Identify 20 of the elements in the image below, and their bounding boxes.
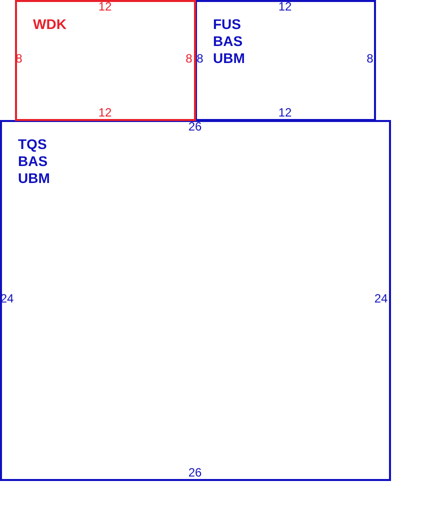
- dimension-label: 26: [188, 120, 202, 134]
- room-outline: [0, 120, 391, 481]
- room-outline: [195, 0, 376, 121]
- room-label: WDK: [33, 16, 66, 33]
- dimension-label: 12: [98, 106, 112, 120]
- room-label: UBM: [18, 170, 50, 187]
- dimension-label: 8: [186, 52, 192, 66]
- dimension-label: 12: [278, 0, 292, 14]
- dimension-label: 8: [196, 52, 204, 66]
- dimension-label: 26: [188, 466, 202, 480]
- dimension-label: 12: [98, 0, 112, 14]
- dimension-label: 12: [278, 106, 292, 120]
- room-label: BAS: [213, 33, 244, 50]
- room-label: TQS: [18, 136, 48, 153]
- dimension-label: 8: [366, 52, 374, 66]
- room-label: FUS: [213, 16, 242, 33]
- room-label: BAS: [18, 153, 49, 170]
- dimension-label: 24: [374, 292, 388, 306]
- room-label: UBM: [213, 50, 245, 67]
- room-outline: [15, 0, 196, 121]
